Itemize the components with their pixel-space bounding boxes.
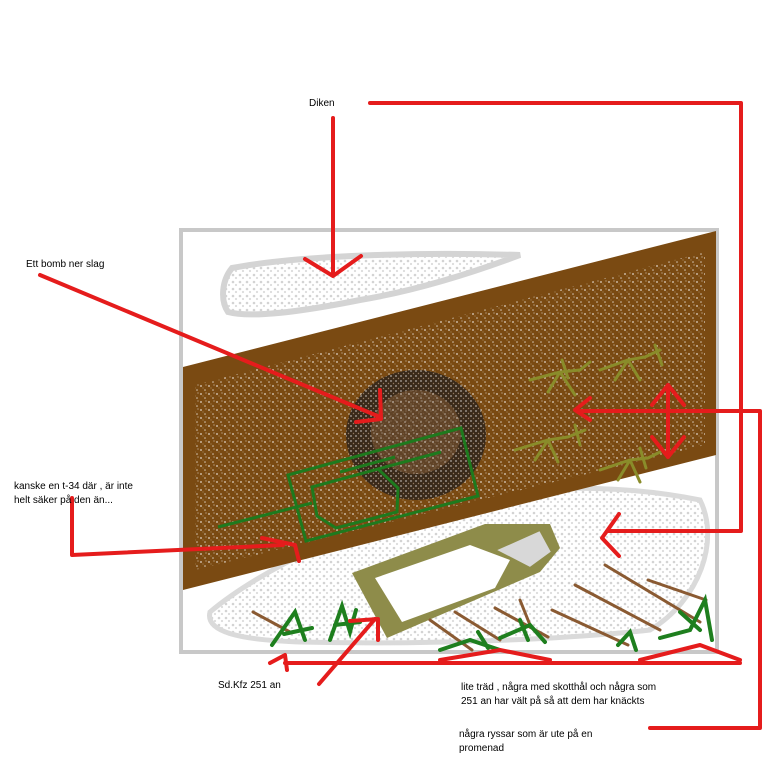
bomb-crater [346, 370, 486, 500]
trees-label: lite träd , några med skotthål och några… [461, 682, 657, 707]
t34-tank [217, 426, 480, 543]
bomb-label: Ett bomb ner slag [26, 259, 105, 270]
fallen-trees [251, 563, 708, 652]
sdkfz-251-halftrack [352, 524, 560, 638]
t34-label: kanske en t-34 där , är inte helt säker … [14, 481, 133, 506]
bushes [270, 593, 714, 652]
russian-soldiers [513, 343, 664, 484]
diken-label: Diken [309, 98, 335, 109]
sdkfz-label: Sd.Kfz 251 an [218, 680, 281, 691]
russians-label: några ryssar som är ute på en promenad [459, 729, 593, 754]
scene-frame [179, 228, 719, 654]
annotation-arrows [38, 101, 762, 730]
